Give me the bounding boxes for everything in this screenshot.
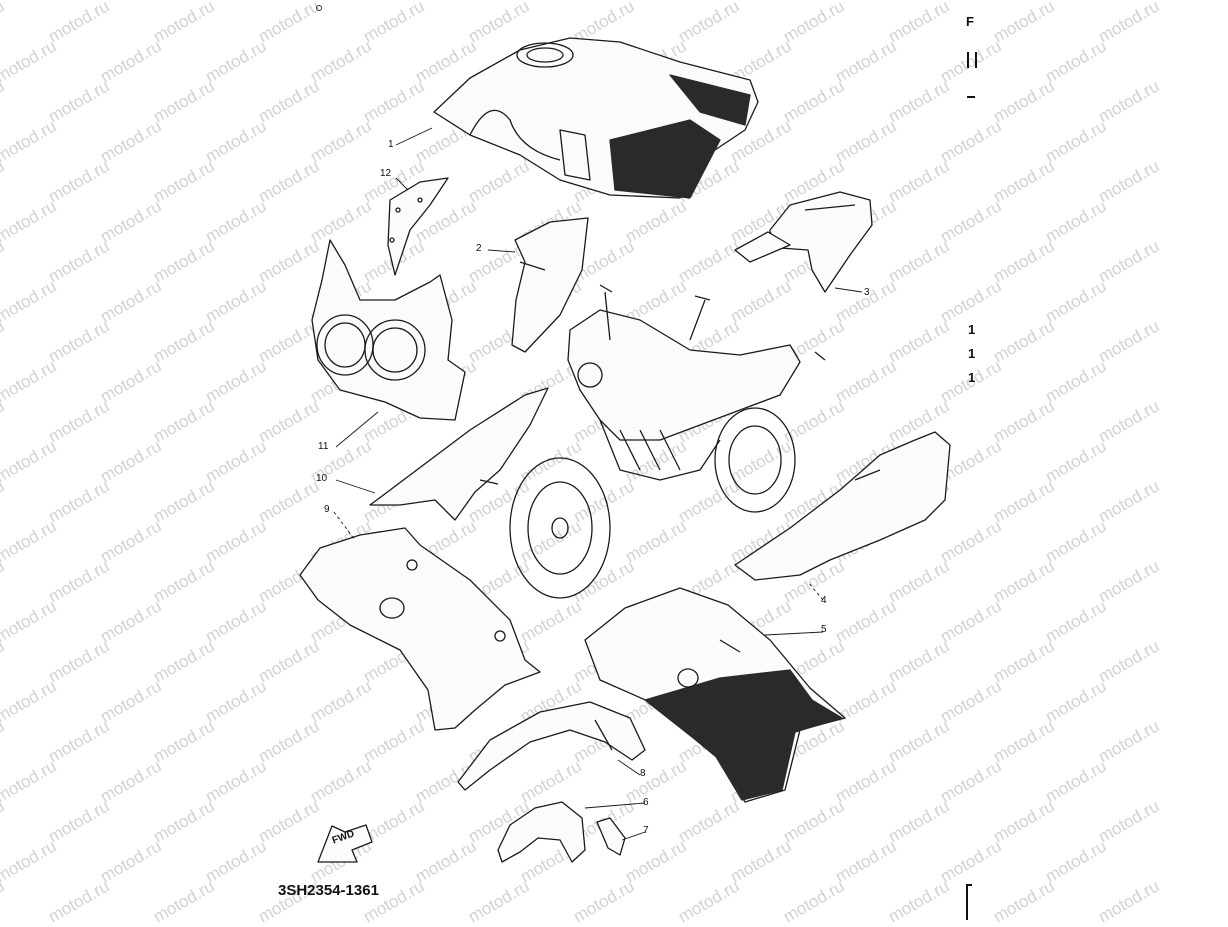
callout-1: 1 <box>388 139 394 150</box>
part-11-front-fairing <box>311 239 466 421</box>
callout-7: 7 <box>643 825 649 836</box>
edge-mark-1a: 1 <box>968 322 976 337</box>
callout-4: 4 <box>821 595 827 606</box>
part-1-tank-cover <box>433 37 759 199</box>
leader-lines <box>333 127 863 841</box>
callout-6: 6 <box>643 797 649 808</box>
edge-tick-2 <box>967 96 975 98</box>
callout-11: 11 <box>318 441 329 452</box>
callout-8: 8 <box>640 768 646 779</box>
part-3-tail-cowl <box>734 191 873 293</box>
edge-mark-1b: 1 <box>968 346 976 361</box>
edge-mark-1c: 1 <box>968 370 976 385</box>
part-5-lower-side-panel <box>584 587 846 803</box>
edge-bracket <box>966 884 972 920</box>
part-7-bracket <box>596 817 626 856</box>
part-9-lower-cowl <box>299 527 541 731</box>
edge-mark-f: F <box>966 14 974 29</box>
part-10-under-cowl <box>369 387 549 521</box>
catalog-code: 3SH2354-1361 <box>278 882 379 899</box>
part-6-fender-inner <box>497 801 586 863</box>
callout-9: 9 <box>324 504 330 515</box>
callout-5: 5 <box>821 624 827 635</box>
callout-10: 10 <box>316 473 328 484</box>
part-8-front-fender <box>457 701 646 791</box>
callout-3: 3 <box>864 287 870 298</box>
fwd-arrow <box>317 824 373 863</box>
part-4-side-cover <box>734 431 951 581</box>
callout-2: 2 <box>476 243 482 254</box>
edge-tick-1 <box>967 52 977 68</box>
callout-12: 12 <box>380 168 392 179</box>
motorcycle-overview <box>509 284 826 599</box>
registration-mark <box>316 5 322 11</box>
part-12-inner-panel <box>387 177 449 276</box>
part-2-side-panel <box>511 217 589 353</box>
